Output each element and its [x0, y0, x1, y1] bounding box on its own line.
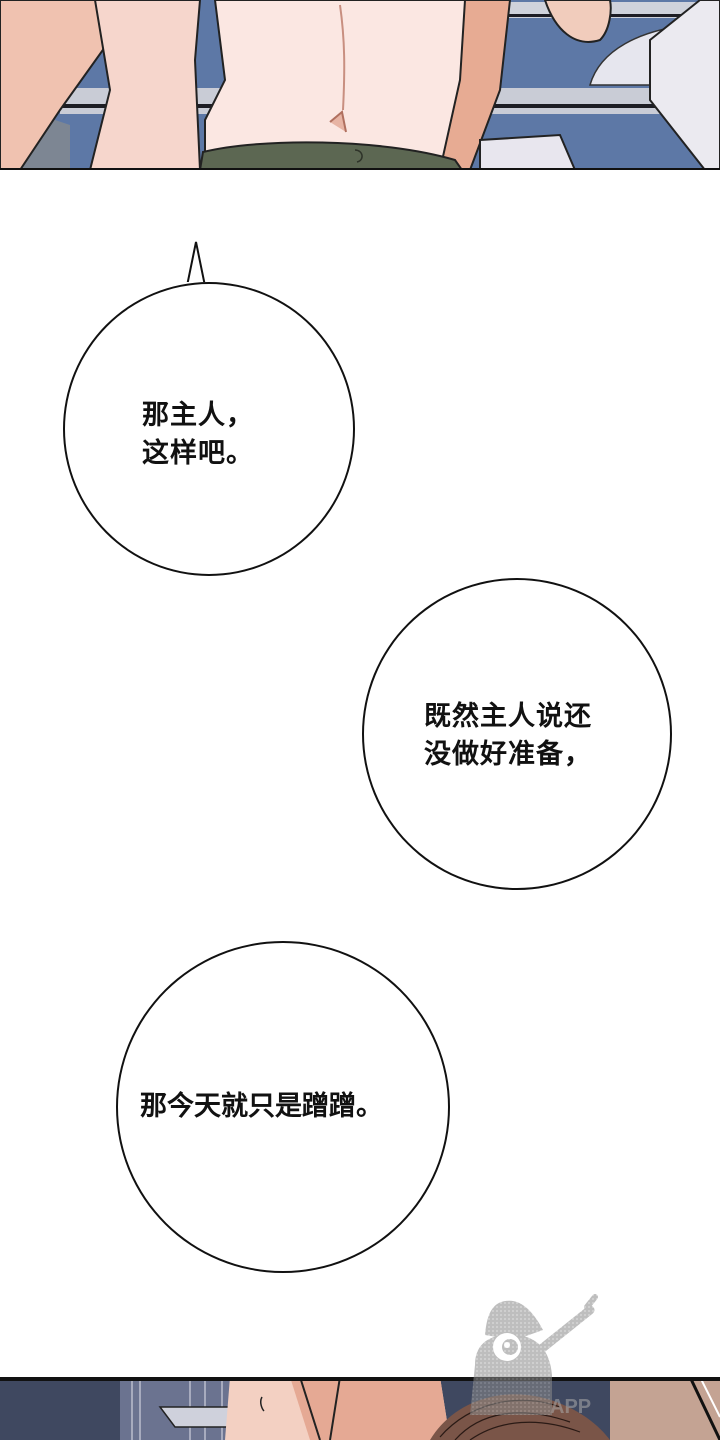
comic-panel-bottom	[0, 1377, 720, 1440]
figure-artwork	[0, 1377, 720, 1440]
panel-border	[0, 168, 720, 170]
mascot-watermark-icon: APP	[470, 1294, 598, 1415]
speech-bubble-2: 既然主人说还 没做好准备，	[362, 578, 672, 890]
speech-bubble-3: 那今天就只是蹭蹭。	[116, 941, 450, 1273]
dialogue-text: 那主人， 这样吧。	[142, 400, 254, 469]
watermark-text: APP	[550, 1396, 591, 1415]
panel-border	[0, 1377, 720, 1381]
torso-artwork	[0, 0, 720, 170]
comic-panel-top	[0, 0, 720, 170]
dialogue-text: 既然主人说还 没做好准备，	[424, 701, 592, 770]
speech-bubble-tail	[185, 241, 211, 286]
speech-bubble-1: 那主人， 这样吧。	[63, 282, 355, 576]
dialogue-text: 那今天就只是蹭蹭。	[140, 1091, 383, 1122]
